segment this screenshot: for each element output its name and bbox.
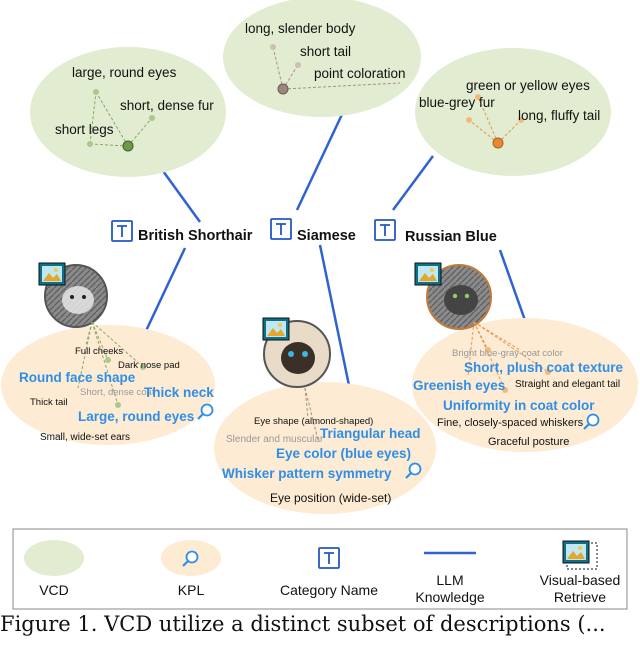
- category-russian: Russian Blue: [374, 219, 497, 245]
- category-label: Siamese: [297, 228, 356, 244]
- kpl-graph-russian: Bright blue-gray coat color Straight and…: [413, 321, 624, 448]
- legend-label: VCD: [39, 582, 69, 598]
- kpl-small-label: Slender and muscular: [226, 434, 324, 445]
- category-british: British Shorthair: [111, 220, 253, 244]
- kpl-small-label: Thick tail: [30, 397, 67, 408]
- legend-visual-retrieve-icon: [562, 540, 590, 564]
- kpl-bold-label: Round face shape: [19, 370, 136, 385]
- vcd-label: green or yellow eyes: [466, 78, 590, 93]
- kpl-small-label: Small, wide-set ears: [40, 432, 130, 443]
- legend-label: KPL: [178, 582, 205, 598]
- legend-label-line1: Visual-based: [540, 572, 621, 588]
- kpl-bold-label: Eye color (blue eyes): [276, 446, 411, 461]
- vcd-label: long, slender body: [245, 21, 356, 36]
- vcd-graph-russian: green or yellow eyes blue-grey fur long,…: [419, 78, 600, 149]
- kpl-bold-label: Whisker pattern symmetry: [222, 466, 392, 481]
- vcd-graph-siamese: long, slender body short tail point colo…: [245, 21, 406, 95]
- legend-label: Category Name: [280, 582, 378, 598]
- kpl-small-label: Fine, closely-spaced whiskers: [437, 417, 584, 429]
- kpl-bold-label: Greenish eyes: [413, 378, 505, 393]
- kpl-bold-label: Large, round eyes: [78, 409, 194, 424]
- kpl-bold-label: Uniformity in coat color: [443, 398, 595, 413]
- kpl-small-label: Straight and elegant tail: [515, 379, 620, 390]
- vcd-ellipse-siamese: [223, 0, 421, 117]
- visual-retrieve-icon: [414, 262, 442, 286]
- kpl-ellipse-russian: [412, 318, 638, 452]
- kpl-bold-label: Thick neck: [144, 385, 214, 400]
- cat-photo-russian: [414, 262, 492, 330]
- category-label: British Shorthair: [138, 228, 253, 244]
- vcd-label: long, fluffy tail: [518, 108, 600, 123]
- kpl-small-label: Eye shape (almond-shaped): [254, 416, 373, 427]
- kpl-graph-siamese: Eye shape (almond-shaped) Slender and mu…: [222, 387, 422, 505]
- vcd-label: blue-grey fur: [419, 95, 495, 110]
- kpl-small-label: Full cheeks: [75, 346, 123, 357]
- category-label: Russian Blue: [405, 229, 497, 245]
- kpl-small-label: Dark nose pad: [118, 360, 180, 371]
- kpl-small-label: Eye position (wide-set): [270, 491, 391, 505]
- visual-retrieve-icon: [262, 317, 290, 341]
- kpl-ellipse-siamese: [214, 382, 436, 514]
- legend-label-line2: Knowledge: [415, 589, 484, 605]
- kpl-small-label: Bright blue-gray coat color: [452, 348, 563, 359]
- category-siamese: Siamese: [270, 218, 356, 244]
- legend-label-line2: Retrieve: [554, 589, 606, 605]
- vcd-label: large, round eyes: [72, 65, 177, 80]
- kpl-bold-label: Triangular head: [320, 426, 421, 441]
- vcd-label: point coloration: [314, 66, 406, 81]
- vcd-ellipse-russian: [415, 48, 611, 176]
- llm-knowledge-lines: [143, 107, 534, 401]
- figure-caption: Figure 1. VCD utilize a distinct subset …: [0, 612, 606, 636]
- kpl-bold-label: Short, plush coat texture: [464, 360, 624, 375]
- kpl-ellipse-british: [1, 325, 215, 445]
- legend-vcd-swatch: [24, 540, 84, 576]
- kpl-small-label: Short, dense coat: [80, 387, 155, 398]
- vcd-label: short, dense fur: [120, 98, 214, 113]
- category-name-icon: [111, 220, 133, 242]
- vcd-ellipse-british: [30, 47, 226, 177]
- visual-retrieve-icon: [38, 262, 66, 286]
- kpl-small-label: Graceful posture: [488, 436, 569, 448]
- legend-category-icon: [318, 547, 340, 569]
- cat-photo-siamese: [262, 317, 331, 388]
- kpl-graph-british: Full cheeks Dark nose pad Thick tail Sho…: [19, 321, 214, 443]
- vcd-label: short legs: [55, 122, 114, 137]
- cat-photo-british: [38, 262, 108, 328]
- category-name-icon: [270, 218, 292, 240]
- vcd-label: short tail: [300, 44, 351, 59]
- category-name-icon: [374, 219, 396, 241]
- legend-label-line1: LLM: [436, 572, 463, 588]
- vcd-graph-british: large, round eyes short, dense fur short…: [55, 65, 214, 152]
